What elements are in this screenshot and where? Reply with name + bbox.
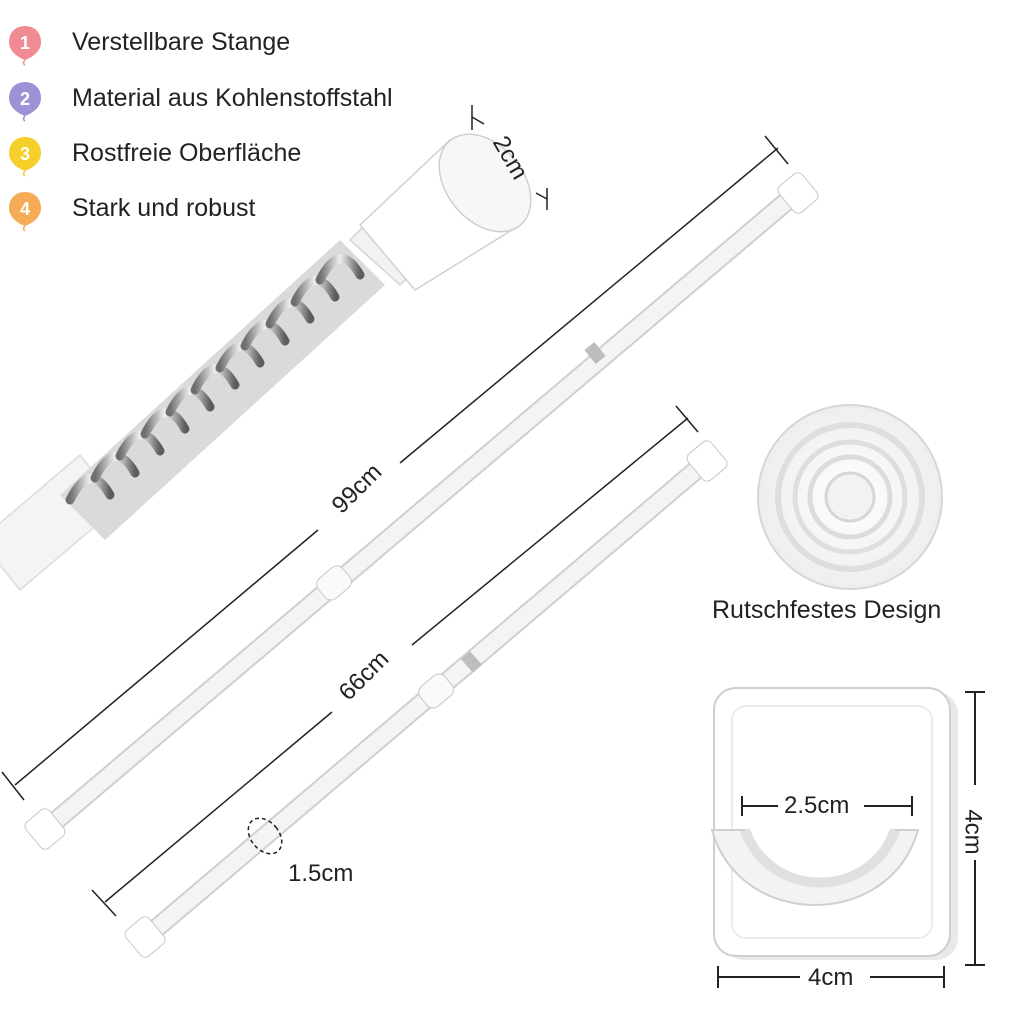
rod-short: [124, 440, 728, 958]
feature-item-1: 1 Verstellbare Stange: [0, 18, 460, 66]
feature-item-4: 4 Stark und robust: [0, 184, 460, 232]
svg-text:3: 3: [20, 144, 30, 164]
feature-item-3: 3 Rostfreie Oberfläche: [0, 129, 460, 177]
pad-caption: Rutschfestes Design: [712, 596, 942, 624]
dimension-line-hook-width: [717, 966, 945, 988]
number-balloon-icon: 3: [9, 137, 41, 177]
feature-text: Verstellbare Stange: [72, 28, 291, 56]
dimension-line-99cm: [1, 135, 789, 801]
dimension-bracket-2cm: [471, 105, 548, 210]
feature-text: Rostfreie Oberfläche: [72, 139, 302, 167]
end-cap: [348, 133, 532, 291]
number-balloon-icon: 1: [9, 26, 41, 66]
feature-text: Material aus Kohlenstoffstahl: [72, 84, 393, 112]
dimension-label-1-5cm: 1.5cm: [288, 860, 354, 887]
feature-item-2: 2 Material aus Kohlenstoffstahl: [0, 74, 460, 122]
svg-text:4: 4: [20, 199, 30, 219]
dimension-line-hook-inner: [741, 796, 913, 816]
diameter-marker: [247, 817, 283, 855]
svg-text:2: 2: [20, 89, 30, 109]
svg-text:1: 1: [20, 33, 30, 53]
dimension-label-2-5cm: 2.5cm: [784, 792, 850, 819]
number-balloon-icon: 2: [9, 82, 41, 122]
spring: [65, 254, 365, 505]
number-balloon-icon: 4: [9, 192, 41, 232]
dimension-line-hook-height: [965, 691, 985, 966]
adhesive-hook: [710, 687, 958, 960]
dimension-label-4cm-width: 4cm: [808, 964, 854, 991]
dimension-label-4cm-height: 4cm: [959, 809, 987, 855]
rod-long: [24, 172, 819, 850]
dimension-line-66cm: [91, 405, 699, 917]
feature-text: Stark und robust: [72, 194, 256, 222]
rubber-pad: [757, 404, 943, 590]
rod-closeup: [0, 133, 532, 592]
